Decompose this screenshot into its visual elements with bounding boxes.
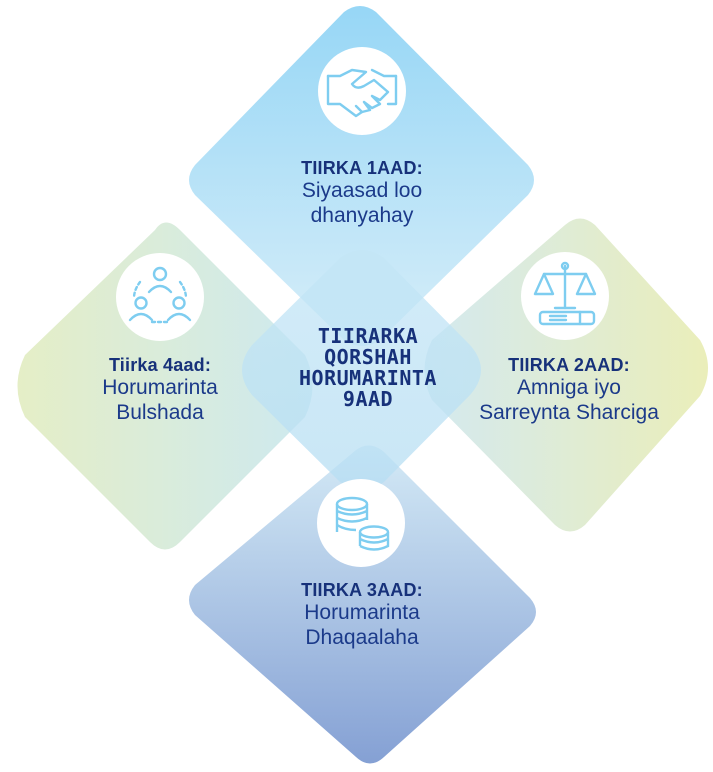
- pillar-1-icon-circle: [318, 47, 406, 135]
- community-people-icon: [128, 266, 192, 324]
- pillar-3-title: TIIRKA 3AAD:: [301, 580, 423, 600]
- pillar-1-title: TIIRKA 1AAD:: [301, 158, 423, 178]
- pillar-1-line1: Siyaasad loo: [301, 179, 423, 203]
- pillar-3-line1: Horumarinta: [304, 601, 420, 625]
- pillar-4-label: Tiirka 4aad: Horumarinta Bulshada: [60, 355, 260, 426]
- pillar-3-line2: Dhaqaalaha: [305, 626, 419, 649]
- center-title: TIIRARKA QORSHAH HORUMARINTA 9AAD: [268, 326, 468, 410]
- pillar-3-label: TIIRKA 3AAD: Horumarinta Dhaqaalaha: [242, 580, 482, 651]
- coin-stack-icon: [335, 496, 390, 551]
- pillar-1-diamond: [189, 6, 534, 346]
- pillar-3-diamond: [189, 445, 536, 764]
- center-diamond: [242, 250, 481, 490]
- pillar-2-diamond: [424, 218, 708, 532]
- center-title-line4: 9AAD: [342, 387, 394, 411]
- pillar-4-icon-circle: [116, 253, 204, 341]
- scales-of-justice-icon: [533, 261, 597, 326]
- pillar-2-line1: Amniga iyo: [517, 376, 621, 400]
- center-title-line1: TIIRARKA: [317, 324, 419, 348]
- pillar-2-line2: Sarreynta Sharciga: [479, 401, 659, 424]
- center-title-line2: QORSHAH: [324, 345, 412, 369]
- pillar-4-line1: Horumarinta: [102, 376, 218, 400]
- pillar-4-diamond: [17, 222, 313, 550]
- pillar-2-title: TIIRKA 2AAD:: [508, 355, 630, 375]
- center-title-line3: HORUMARINTA: [299, 366, 437, 390]
- pillar-1-label: TIIRKA 1AAD: Siyaasad loo dhanyahay: [242, 158, 482, 229]
- pillar-1-line2: dhanyahay: [310, 204, 414, 227]
- pillar-2-label: TIIRKA 2AAD: Amniga iyo Sarreynta Sharci…: [448, 355, 690, 426]
- pillar-4-line2: Bulshada: [116, 401, 204, 424]
- pillar-4-title: Tiirka 4aad:: [108, 355, 212, 375]
- handshake-icon: [326, 68, 398, 118]
- pillar-3-icon-circle: [317, 479, 405, 567]
